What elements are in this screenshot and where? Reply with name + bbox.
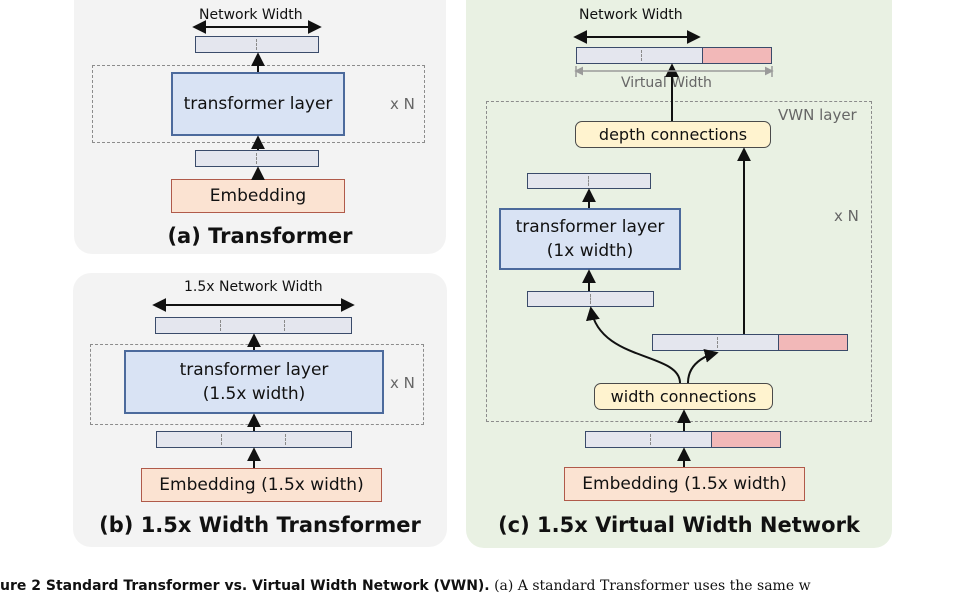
panel-c-embedding: Embedding (1.5x width) xyxy=(564,467,805,501)
panel-c-width-label: Network Width xyxy=(579,7,683,23)
caption-bold: ure 2 Standard Transformer vs. Virtual W… xyxy=(0,578,490,594)
panel-a-title: (a) Transformer xyxy=(167,224,353,248)
panel-c-layer-line2: (1x width) xyxy=(546,241,634,261)
figure-caption: ure 2 Standard Transformer vs. Virtual W… xyxy=(0,578,960,594)
panel-b-transformer-layer: transformer layer (1.5x width) xyxy=(124,350,384,414)
panel-a-repeat-label: x N xyxy=(390,95,415,113)
panel-a-width-label: Network Width xyxy=(199,7,303,23)
panel-c-title: (c) 1.5x Virtual Width Network xyxy=(498,513,860,537)
panel-b-width-label: 1.5x Network Width xyxy=(184,279,323,295)
panel-c-vwn-layer-label: VWN layer xyxy=(778,106,857,124)
panel-c-width-connections: width connections xyxy=(594,383,773,410)
panel-c-input-bar xyxy=(585,431,781,448)
panel-b-embedding: Embedding (1.5x width) xyxy=(141,468,382,502)
panel-c-layer-line1: transformer layer xyxy=(515,217,665,237)
panel-b-layer-line1: transformer layer xyxy=(179,360,329,380)
panel-c-virtual-width-label: Virtual Width xyxy=(621,75,712,91)
panel-c-transformer-layer: transformer layer (1x width) xyxy=(499,208,681,270)
panel-c-depth-connections: depth connections xyxy=(575,121,771,148)
panel-c-repeat-label: x N xyxy=(834,207,859,225)
panel-a-transformer-layer: transformer layer xyxy=(171,72,345,136)
panel-c-virtual-bar xyxy=(652,334,848,351)
panel-b-repeat-label: x N xyxy=(390,374,415,392)
panel-b-title: (b) 1.5x Width Transformer xyxy=(99,513,421,537)
panel-b-layer-line2: (1.5x width) xyxy=(202,384,306,404)
caption-rest: (a) A standard Transformer uses the same… xyxy=(489,578,811,594)
panel-a-embedding: Embedding xyxy=(171,179,345,213)
